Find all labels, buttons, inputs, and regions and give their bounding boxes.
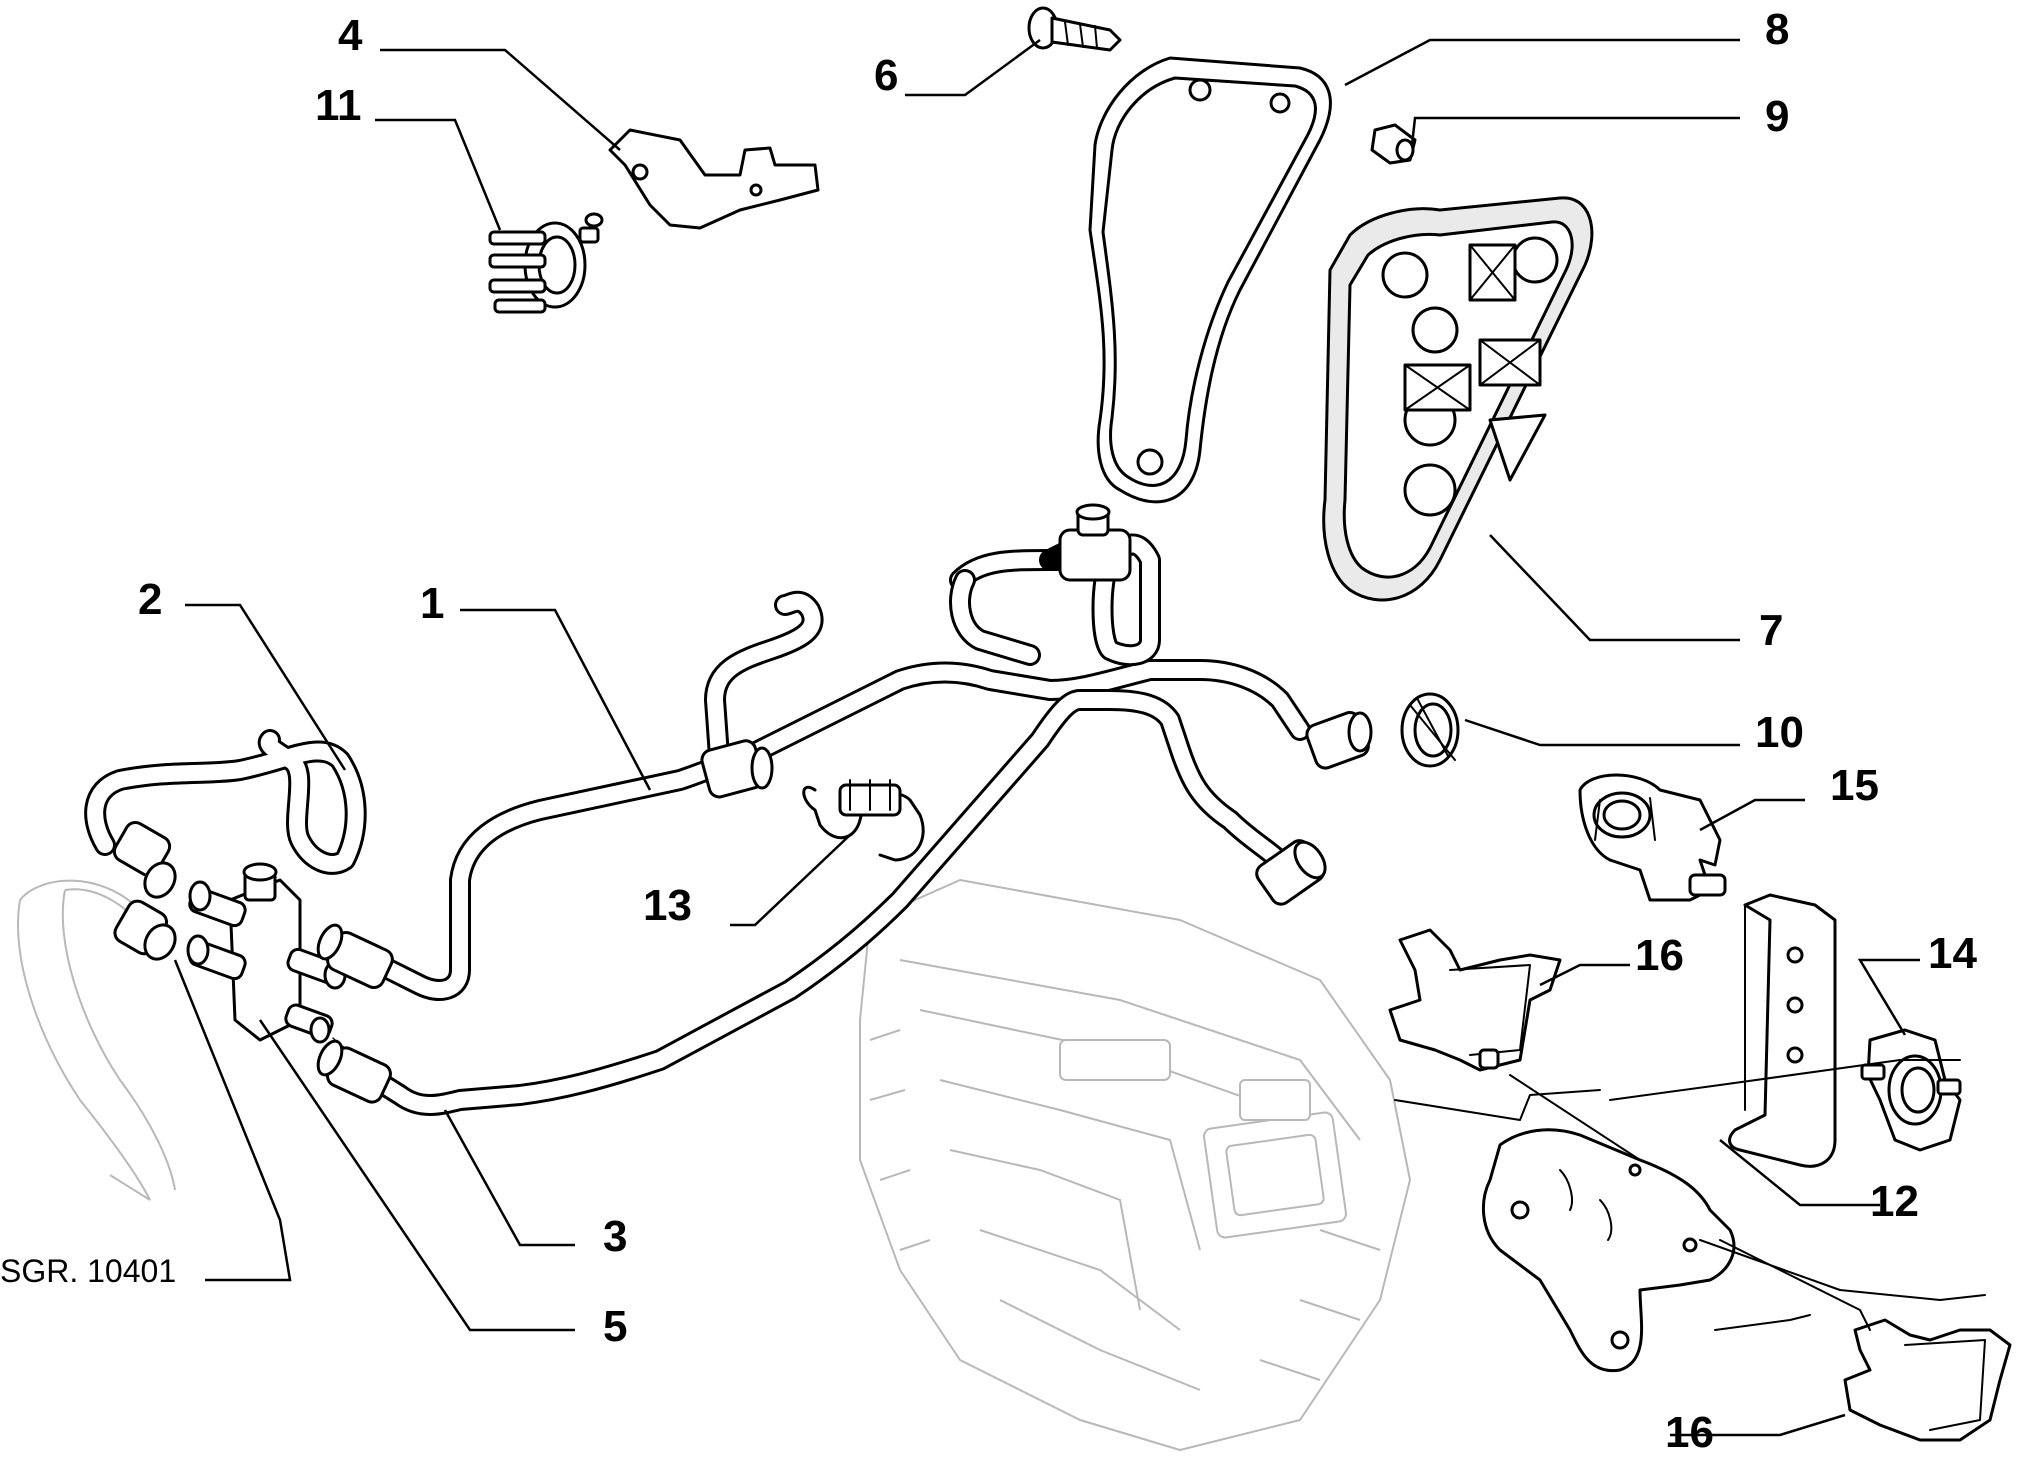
callout-15: 15 [1830,761,1879,810]
callout-12: 12 [1870,1177,1919,1226]
foam-pad-7 [1322,196,1594,602]
hose-2 [84,729,367,899]
callout-3: 3 [603,1212,627,1261]
callout-16-upper: 16 [1635,931,1684,980]
callout-16-lower: 16 [1665,1408,1714,1457]
mounting-plate [1481,1128,1736,1373]
gasket-8 [1088,56,1332,504]
leader-lines [173,38,1920,1437]
valve-5: ZZ [186,862,349,1061]
callout-11: 11 [315,81,362,130]
callout-labels: 1 2 3 4 5 6 7 8 9 10 11 12 13 14 15 16 1… [0,5,1977,1457]
screw-6 [1027,6,1122,52]
callout-5: 5 [603,1302,627,1351]
clip-16-upper [1388,928,1562,1072]
nut-9 [1370,123,1417,165]
clamp-11 [488,212,604,314]
clip-13 [802,779,925,862]
callout-14: 14 [1928,929,1977,978]
callout-13: 13 [643,881,692,930]
pipe-1 [316,503,1373,1001]
clamp-14 [1860,1028,1962,1152]
clip-16-lower [1843,1318,2012,1442]
band-clamp-10 [1400,692,1460,768]
reference-hose-ghost [17,879,176,1201]
callout-2: 2 [138,575,162,624]
callout-8: 8 [1765,5,1789,54]
reference-sgr-10401: SGR. 10401 [0,1253,176,1289]
callout-10: 10 [1755,708,1804,757]
callout-1: 1 [420,579,444,628]
callout-9: 9 [1765,92,1789,141]
reference-hose-stub [113,899,177,961]
heater-unit-ghost [859,879,1411,1451]
callout-7: 7 [1759,606,1783,655]
installation-lines [1394,1059,1986,1331]
clamp-15 [1578,773,1727,902]
callout-4: 4 [338,11,363,60]
pipe-3 [316,689,1327,1116]
bracket-4 [608,128,820,230]
callout-6: 6 [874,51,898,100]
bracket-12 [1728,893,1837,1168]
